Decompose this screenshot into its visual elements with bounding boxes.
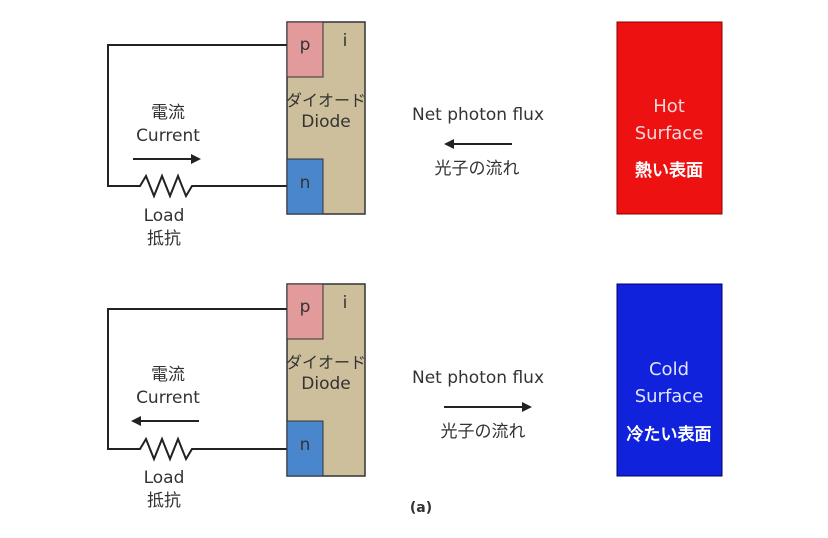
- top-diode-label-en: Diode: [301, 112, 350, 132]
- hot-surface-label-en-1: Hot: [653, 96, 685, 117]
- top-current-label-en: Current: [136, 126, 200, 146]
- bottom-flux-label-jp: 光子の流れ: [441, 422, 526, 442]
- bottom-load-label-jp: 抵抗: [147, 491, 181, 511]
- bottom-panel: p i n ダイオード Diode 電流 Current Load 抵抗 Net…: [107, 283, 723, 511]
- bottom-n-label: n: [300, 435, 311, 455]
- figure-caption: (a): [410, 500, 432, 516]
- bottom-flux-label-en: Net photon flux: [412, 368, 544, 388]
- cold-surface: [616, 283, 723, 477]
- bottom-diode-label-jp: ダイオード: [286, 353, 366, 372]
- top-diode-label-jp: ダイオード: [286, 91, 366, 110]
- cold-surface-label-en-1: Cold: [649, 359, 689, 380]
- top-current-label-jp: 電流: [151, 103, 185, 123]
- top-p-label: p: [300, 35, 311, 55]
- hot-surface-label-en-2: Surface: [635, 123, 704, 144]
- bottom-load-resistor: [130, 436, 287, 462]
- top-load-label-jp: 抵抗: [147, 229, 181, 249]
- bottom-current-label-en: Current: [136, 388, 200, 408]
- hot-surface: [616, 21, 723, 215]
- top-flux-label-jp: 光子の流れ: [435, 159, 520, 179]
- cold-surface-label-jp: 冷たい表面: [627, 424, 712, 445]
- top-p-region: [286, 21, 324, 78]
- bottom-load-label-en: Load: [144, 468, 185, 488]
- top-n-region: [286, 158, 324, 215]
- top-flux-label-en: Net photon flux: [412, 105, 544, 125]
- top-i-label: i: [343, 31, 348, 51]
- bottom-p-region: [286, 283, 324, 340]
- bottom-n-region: [286, 420, 324, 477]
- bottom-i-label: i: [343, 293, 348, 313]
- top-panel: p i n ダイオード Diode 電流 Current Load 抵抗 Net…: [107, 21, 723, 249]
- bottom-p-label: p: [300, 297, 311, 317]
- top-load-resistor: [130, 173, 287, 199]
- bottom-diode-label-en: Diode: [301, 374, 350, 394]
- hot-surface-label-jp: 熱い表面: [635, 160, 703, 181]
- top-load-label-en: Load: [144, 206, 185, 226]
- bottom-current-label-jp: 電流: [151, 365, 185, 385]
- bottom-circuit-wire: [107, 308, 287, 450]
- top-circuit-wire: [107, 44, 287, 187]
- cold-surface-label-en-2: Surface: [635, 386, 704, 407]
- top-n-label: n: [300, 173, 311, 193]
